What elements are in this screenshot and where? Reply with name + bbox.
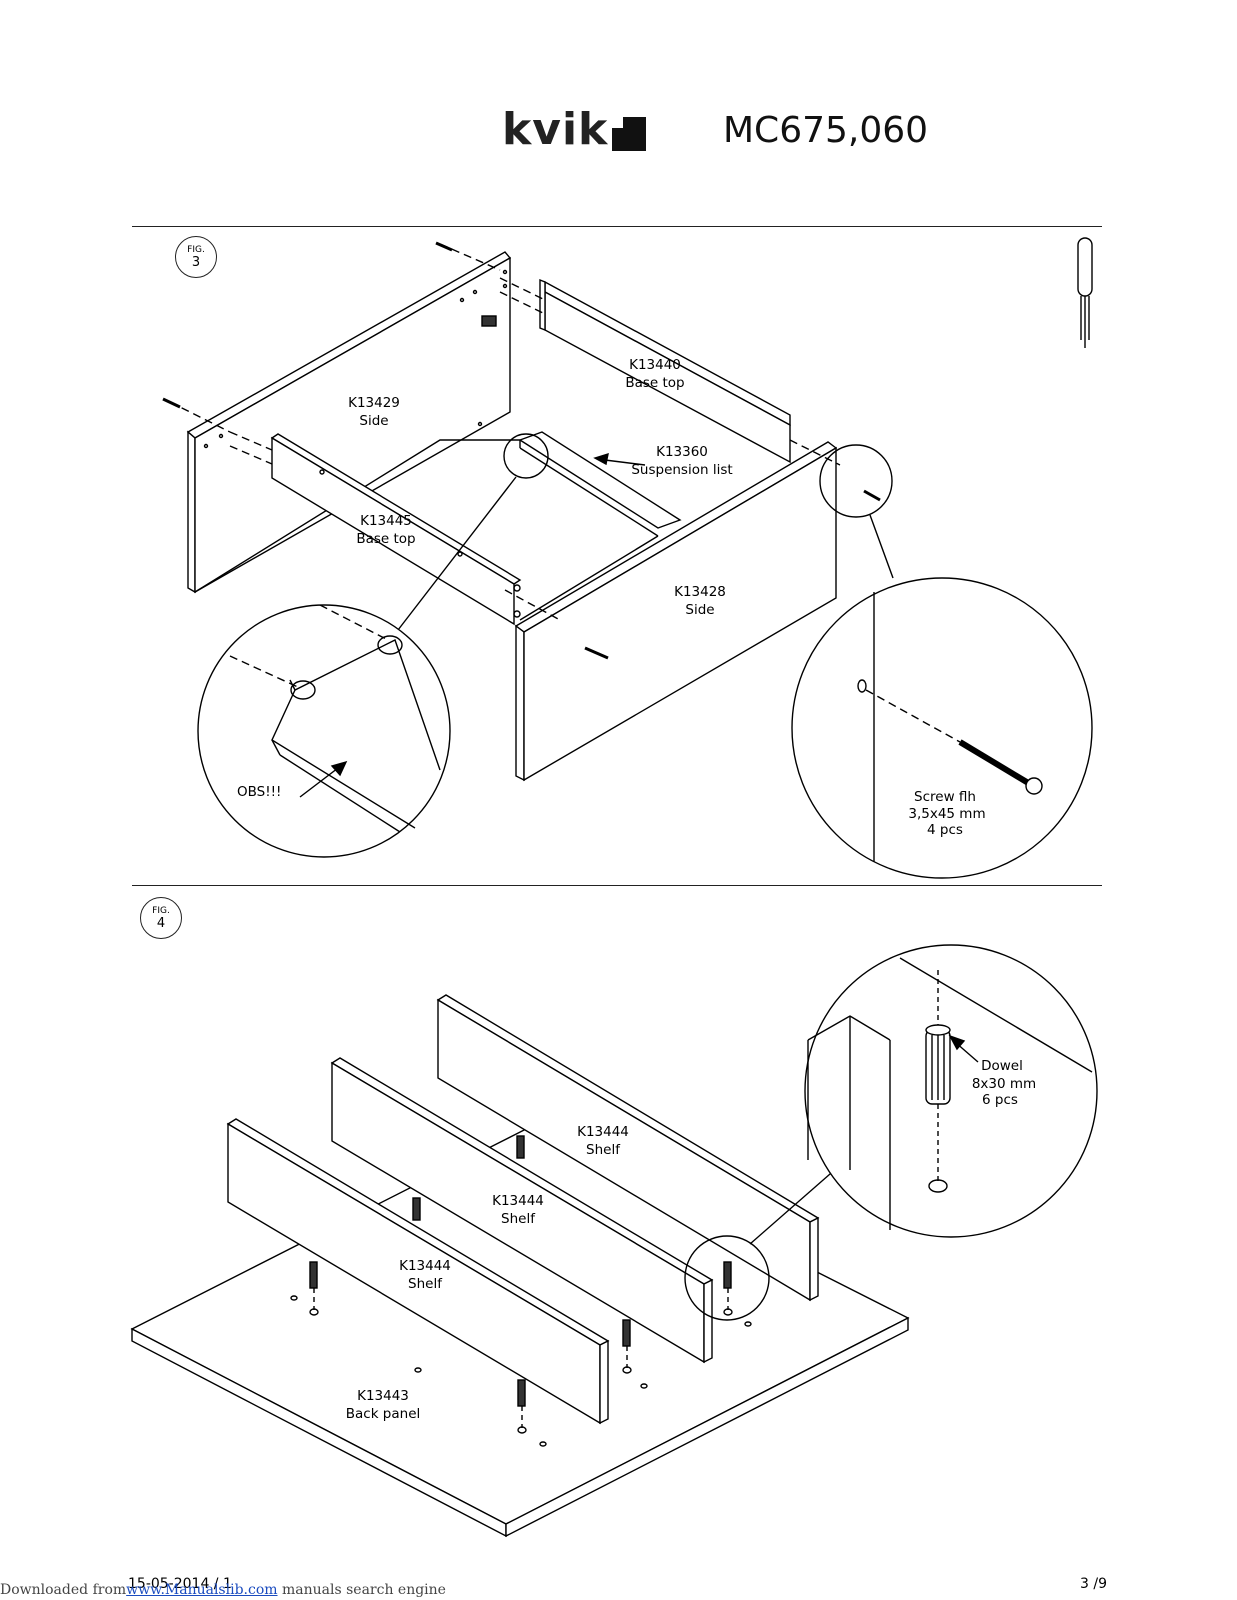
download-note: Downloaded fromwww.Manualslib.com manual…	[0, 1582, 446, 1598]
label-shelf-front-code: K13444	[399, 1258, 451, 1274]
screw-qty: 4 pcs	[927, 822, 963, 838]
label-k13440-code: K13440	[629, 357, 681, 373]
kvik-logo-square-icon	[612, 117, 646, 151]
label-shelf-back-code: K13444	[577, 1124, 629, 1140]
dowel-qty: 6 pcs	[982, 1092, 1018, 1108]
dowel-name: Dowel	[981, 1058, 1023, 1074]
label-k13445-code: K13445	[360, 513, 412, 529]
side-panel-k13429	[186, 251, 512, 594]
fig-3-label: FIG.	[187, 245, 205, 255]
screw-name: Screw flh	[914, 789, 976, 805]
base-top-k13440	[539, 278, 791, 464]
zoom-circle-dowel-detail	[197, 604, 451, 858]
label-k13429-name: Side	[359, 413, 388, 429]
fig-3-badge: FIG. 3	[175, 236, 217, 278]
label-shelf-back-name: Shelf	[586, 1142, 621, 1158]
fig-3-number: 3	[191, 255, 201, 270]
suspension-list-k13360	[518, 431, 682, 537]
model-number: MC675,060	[723, 110, 929, 151]
fig-4-number: 4	[156, 916, 166, 931]
kvik-logo: kvik	[502, 104, 609, 155]
footer-page: 3 /9	[1080, 1576, 1107, 1592]
divider-top	[132, 226, 1102, 227]
fig-4-badge: FIG. 4	[140, 897, 182, 939]
divider-middle	[132, 885, 1102, 886]
label-shelf-middle-name: Shelf	[501, 1211, 536, 1227]
download-prefix: Downloaded from	[0, 1582, 127, 1598]
manualslib-link[interactable]: www.Manualslib.com	[126, 1582, 278, 1598]
label-k13360-code: K13360	[656, 444, 708, 460]
download-suffix: manuals search engine	[277, 1582, 446, 1598]
shelf-k13444-front	[226, 1118, 610, 1425]
label-back-panel-code: K13443	[357, 1388, 409, 1404]
fig-4-label: FIG.	[152, 906, 170, 916]
shelf-k13444-back	[436, 994, 820, 1302]
screw-size: 3,5x45 mm	[908, 806, 985, 822]
label-shelf-front-name: Shelf	[408, 1276, 443, 1292]
label-shelf-middle-code: K13444	[492, 1193, 544, 1209]
label-k13440-name: Base top	[625, 375, 684, 391]
side-panel-k13428	[514, 441, 838, 782]
obs-warning: OBS!!!	[237, 784, 281, 800]
screwdriver-icon	[1077, 237, 1093, 348]
dowel-size: 8x30 mm	[972, 1076, 1036, 1092]
footer-date: 15-05-2014 / 1	[128, 1576, 232, 1592]
label-k13429-code: K13429	[348, 395, 400, 411]
zoom-circle-screw-detail	[791, 577, 1093, 879]
label-k13428-name: Side	[685, 602, 714, 618]
label-back-panel-name: Back panel	[346, 1406, 421, 1422]
label-k13360-name: Suspension list	[631, 462, 732, 478]
base-top-k13445	[270, 433, 522, 626]
label-k13428-code: K13428	[674, 584, 726, 600]
label-k13445-name: Base top	[356, 531, 415, 547]
shelf-k13444-middle	[330, 1057, 714, 1364]
zoom-circle-dowel-fig4	[804, 944, 1098, 1238]
